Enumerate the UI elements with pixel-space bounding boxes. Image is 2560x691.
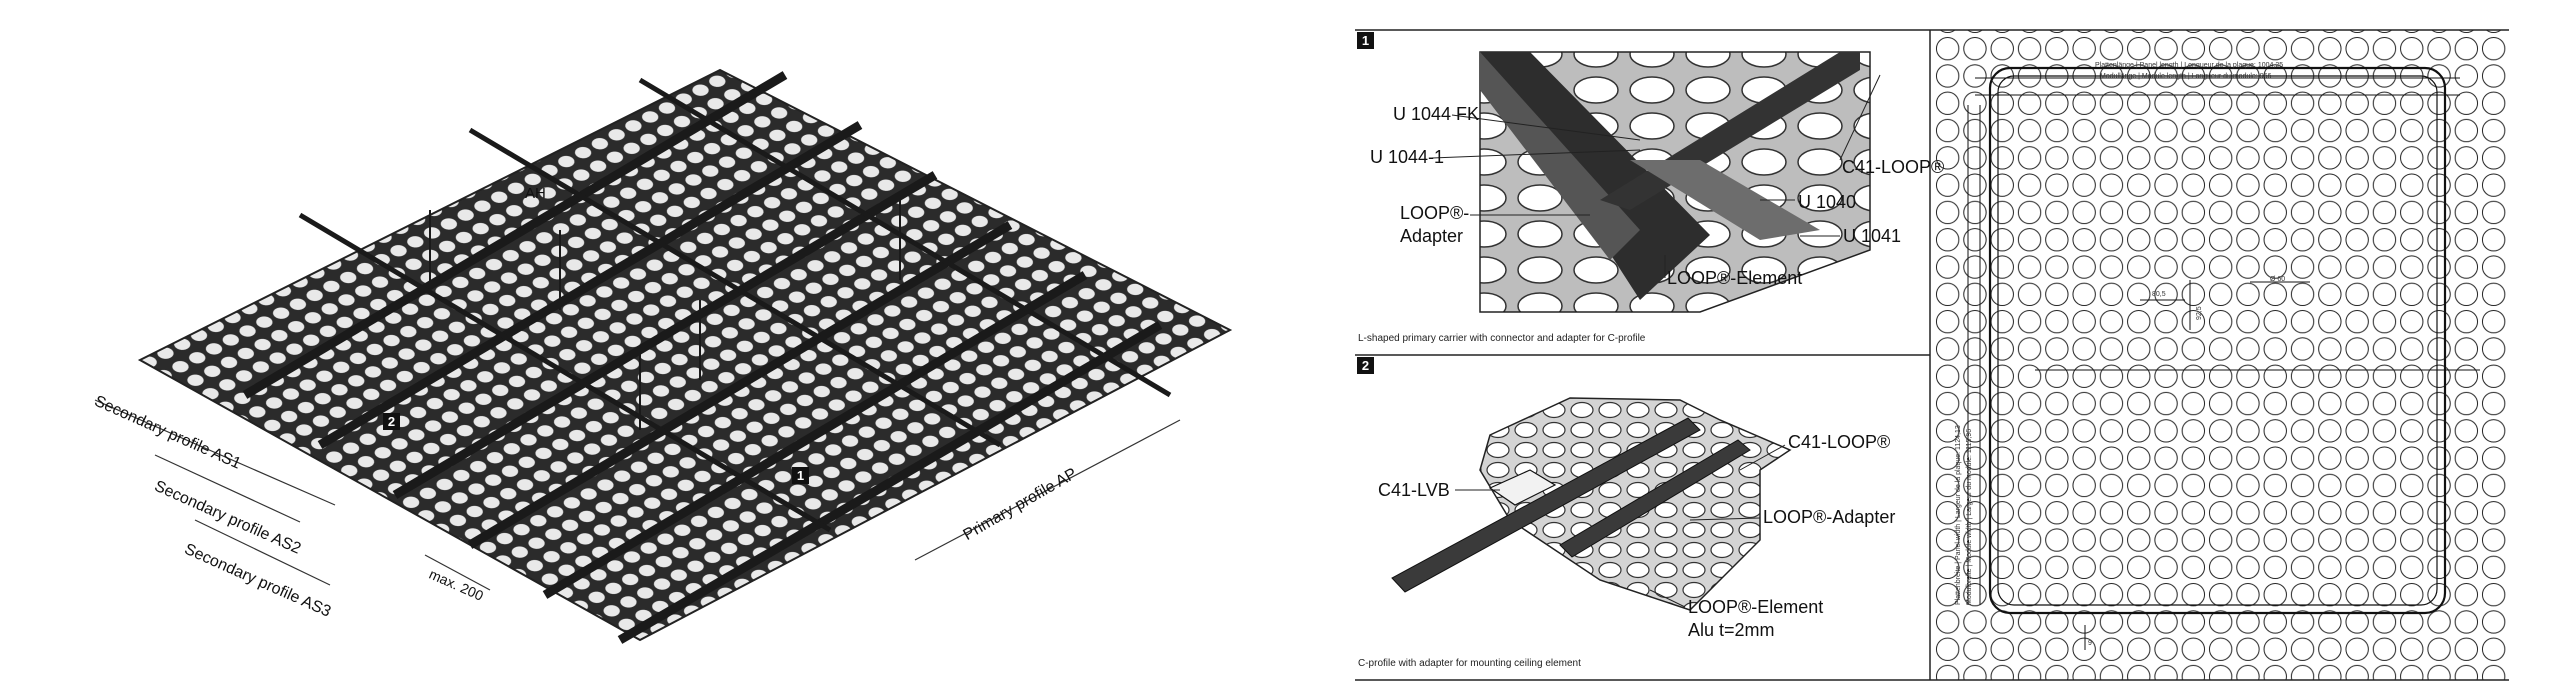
- primary-profile-bar: [298, 212, 832, 533]
- detail2-c41loop-label: C41-LOOP®: [1788, 432, 1891, 452]
- ah-label: AH: [525, 185, 546, 202]
- module-length-dimension: Modullänge | Module length | Longueur du…: [2100, 73, 2272, 80]
- secondary-profile-bar: [317, 121, 863, 449]
- isometric-ceiling-view: [94, 68, 1233, 644]
- loop-adapter-label-1: LOOP®-: [1400, 203, 1470, 223]
- loop-adapter-label-2: Adapter: [1400, 226, 1464, 246]
- u1040-label: U 1040: [1798, 192, 1857, 212]
- panel-width-dimension: Plattenbreite | Panel width | Largeur de…: [1955, 425, 1962, 605]
- hole-pitch-dimension: 80,5: [2152, 291, 2166, 298]
- secondary-profile-bar: [542, 271, 1088, 599]
- primary-profile-bar: [468, 127, 1002, 448]
- hole-pitch-vertical-dimension: 92,5: [2196, 306, 2203, 320]
- detail2-loop-element-label: LOOP®-Element: [1688, 597, 1824, 617]
- detail1-badge: 1: [1357, 32, 1374, 49]
- u1044fk-label: U 1044 FK: [1393, 104, 1480, 124]
- primary-profile-bar: [638, 77, 1172, 398]
- c41lvb-label: C41-LVB: [1378, 480, 1450, 500]
- alu-thickness-label: Alu t=2mm: [1688, 620, 1775, 640]
- panel-length-dimension: Plattenlänge | Panel length | Longueur d…: [2095, 62, 2284, 69]
- u1041-label: U 1041: [1843, 226, 1902, 246]
- detail-2-badge: 2: [383, 413, 400, 430]
- detail1-leaders: [1431, 74, 1881, 278]
- detail1-caption: L-shaped primary carrier with connector …: [1358, 333, 1646, 344]
- secondary-profile-bar: [617, 321, 1163, 644]
- dimension-lines: [94, 399, 1181, 591]
- detail2-loop-adapter-label: LOOP®-Adapter: [1763, 507, 1896, 527]
- module-width-dimension: Modulbreite | Module width | Largeur du …: [1966, 428, 1973, 605]
- detail2-leaders: [1455, 444, 1786, 608]
- secondary-profile-bar: [392, 171, 938, 499]
- hole-diameter-dimension: Ø 60: [2270, 276, 2286, 283]
- secondary-profile-bar: [242, 71, 788, 399]
- detail2-badge: 2: [1357, 357, 1374, 374]
- c41loop-label: C41-LOOP®: [1842, 157, 1945, 177]
- u10441-label: U 1044-1: [1370, 147, 1445, 167]
- edge-gap-dimension: 9: [2088, 640, 2092, 647]
- secondary-profile-bar: [467, 221, 1013, 549]
- detail-1-badge: 1: [792, 467, 809, 484]
- loop-element-label: LOOP®-Element: [1667, 268, 1803, 288]
- iso-profiles: [242, 71, 1172, 644]
- detail2-caption: C-profile with adapter for mounting ceil…: [1358, 658, 1581, 669]
